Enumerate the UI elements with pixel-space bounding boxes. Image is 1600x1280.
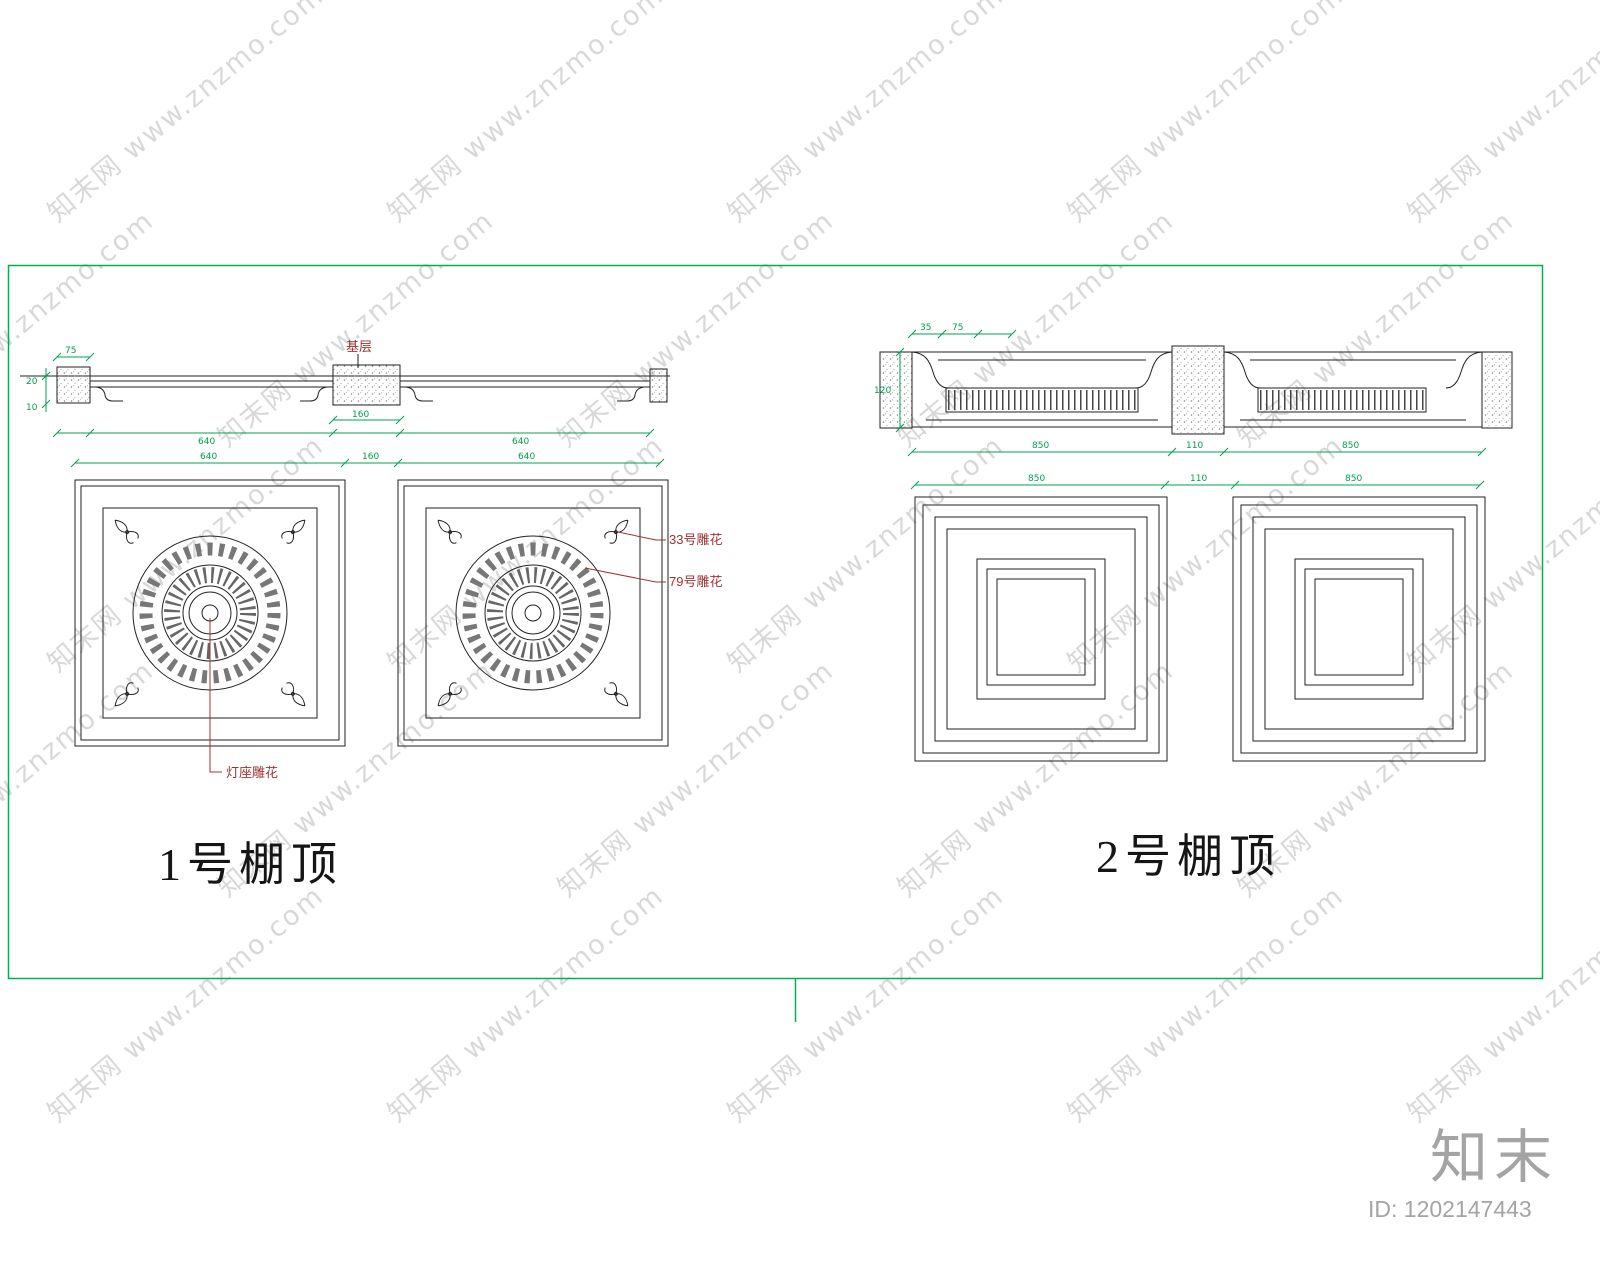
annotation-carving79: 79号雕花 <box>669 574 722 589</box>
drawing1-section-dims: 20 10 75 160 640 640 <box>26 346 655 447</box>
dim-text: 640 <box>512 437 529 447</box>
dim-text: 35 <box>920 323 931 333</box>
dim-text: 850 <box>1028 474 1045 484</box>
drawing1-annotations: 33号雕花 79号雕花 灯座雕花 <box>209 531 722 780</box>
drawing2-section-dims: 35 75 120 850 110 850 <box>874 323 1487 457</box>
drawing2-section-view <box>879 345 1513 435</box>
carved-panel-2 <box>398 480 668 746</box>
dim-text: 75 <box>952 323 963 333</box>
dim-text: 850 <box>1342 441 1359 451</box>
dim-text: 160 <box>352 410 369 420</box>
dim-text: 110 <box>1190 474 1207 484</box>
dim-text: 110 <box>1186 441 1203 451</box>
coffer-panel-1 <box>914 496 1168 762</box>
annotation-lamp-base: 灯座雕花 <box>226 765 278 780</box>
drawing1-section-view: 基层 <box>20 339 670 406</box>
coffer-panel-2 <box>1232 496 1486 762</box>
base-layer-label: 基层 <box>346 339 372 354</box>
site-logo: 知末 <box>1430 1125 1559 1190</box>
annotation-carving33: 33号雕花 <box>669 532 722 547</box>
dim-text: 850 <box>1345 474 1362 484</box>
dim-text: 640 <box>198 437 215 447</box>
dim-text: 640 <box>518 452 535 462</box>
drawing1-title: 1号棚顶 <box>158 839 343 890</box>
drawing2-title: 2号棚顶 <box>1096 831 1281 882</box>
image-id-text: ID: 1202147443 <box>1368 1196 1532 1222</box>
dim-text: 160 <box>362 452 379 462</box>
drawing1-plan-dims: 640 160 640 <box>70 452 665 468</box>
dim-text: 850 <box>1032 441 1049 451</box>
dim-text: 75 <box>65 346 76 356</box>
drawing2-plan-dims: 850 110 850 <box>910 474 1485 490</box>
dim-text: 640 <box>200 452 217 462</box>
dim-text: 10 <box>26 403 38 413</box>
dim-text: 20 <box>26 377 38 387</box>
sheet-frame <box>7 264 1544 1022</box>
dim-text: 120 <box>874 386 891 396</box>
